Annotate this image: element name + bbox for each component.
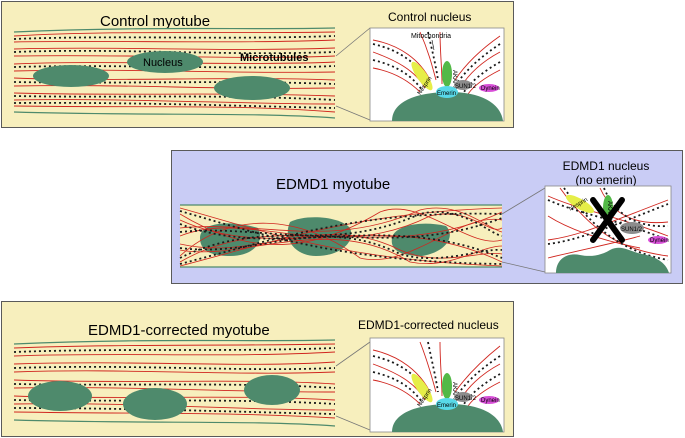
edmd1-nesprin: [565, 194, 595, 214]
edmd1-nucleus-inset: Nesprin AKAP9 SUN1/2 Dynein: [544, 185, 672, 274]
corrected-dynein-label: Dynein: [481, 398, 500, 404]
edmd1-inset-nucleus: [556, 247, 669, 273]
control-sarcolemma-bottom: [13, 111, 336, 119]
corrected-nesprin: [411, 373, 433, 403]
corrected-nucleus-1: [28, 381, 92, 411]
corrected-myotube-title: EDMD1-corrected myotube: [88, 322, 270, 339]
edmd1-nucleus-title-line1: EDMD1 nucleus: [562, 159, 650, 173]
corrected-inset-nucleus: [392, 404, 503, 432]
control-nucleus-inset: Mitochondria Nesprin AKAP9 SUN1/2 Emerin…: [369, 27, 505, 122]
corrected-nucleus-3: [244, 375, 300, 405]
corrected-zoom-line-bottom: [335, 415, 371, 431]
control-inset-mitochondria-label-group: Mitochondria: [411, 33, 451, 51]
control-sarcolemma-top: [13, 27, 336, 33]
control-nesprin: [411, 61, 433, 91]
control-nucleus-1: [33, 65, 109, 87]
edmd1-dynein-label: Dynein: [650, 238, 669, 244]
corrected-emerin-label: Emerin: [437, 403, 456, 409]
corrected-sarcolemma-bottom: [13, 419, 336, 427]
control-myotube-title: Control myotube: [100, 13, 211, 30]
control-mitochondria-label: Mitochondria: [411, 33, 451, 40]
control-emerin-label: Emerin: [437, 91, 456, 97]
control-nucleus-2: [127, 51, 203, 73]
control-dynein-label: Dynein: [481, 86, 500, 92]
corrected-sarcolemma-top: [13, 339, 336, 345]
control-dynein: [479, 84, 499, 92]
edmd1-sun: [620, 222, 644, 234]
edmd1-zoom-line-bottom: [501, 261, 546, 273]
corrected-nucleus-inset: Nesprin AKAP9 SUN1/2 Emerin Dynein: [369, 337, 505, 433]
corrected-akap9: [442, 373, 452, 399]
corrected-myotube: [13, 339, 371, 431]
control-emerin: [436, 86, 458, 98]
control-zoom-line-bottom: [335, 105, 371, 121]
control-nucleus-title: Control nucleus: [388, 10, 472, 24]
edmd1-sun-label: SUN1/2: [621, 227, 643, 233]
corrected-dynein: [479, 396, 499, 404]
control-nucleus-label: Nucleus: [143, 57, 183, 69]
edmd1-mitochondria-chains: [179, 210, 503, 265]
control-nucleus-3: [214, 76, 290, 100]
control-myotube: Nucleus Microtubules: [13, 27, 371, 121]
corrected-emerin: [436, 398, 458, 410]
corrected-sun-label: SUN1/2: [455, 396, 477, 402]
control-inset-nucleus: [392, 92, 503, 121]
edmd1-dynein: [648, 236, 668, 244]
edmd1-nucleus-title-line2: (no emerin): [575, 173, 637, 187]
control-sun-label: SUN1/2: [455, 84, 477, 90]
edmd1-myotube: [179, 187, 546, 273]
corrected-akap9-label: AKAP9: [451, 382, 457, 402]
control-sun: [454, 80, 472, 90]
corrected-zoom-line-top: [335, 341, 371, 367]
control-microtubules-label: Microtubules: [240, 52, 308, 64]
control-akap9-label: AKAP9: [451, 70, 457, 90]
edmd1-block-x: [590, 197, 625, 243]
control-mitochondria-pointer: [431, 39, 435, 51]
edmd1-zoom-line-top: [501, 187, 546, 215]
corrected-nucleus-title: EDMD1-corrected nucleus: [358, 318, 499, 332]
edmd1-nucleus-3: [391, 223, 450, 256]
edmd1-myotube-title: EDMD1 myotube: [276, 176, 391, 193]
corrected-sun: [454, 392, 472, 402]
control-zoom-line-top: [335, 27, 371, 57]
edmd1-nucleus-title: EDMD1 nucleus (no emerin): [556, 159, 656, 187]
edmd1-akap9-label: AKAP9: [606, 201, 612, 221]
corrected-nucleus-2: [123, 388, 187, 420]
control-akap9: [442, 61, 452, 87]
